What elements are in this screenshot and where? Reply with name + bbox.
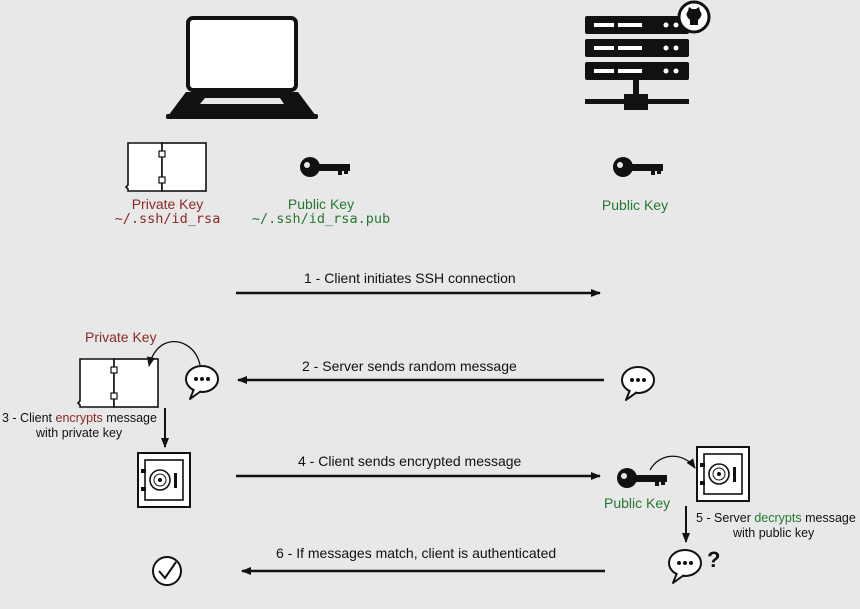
step4-public-key-label: Public Key (604, 495, 671, 511)
step5-label-line2: with public key (733, 526, 815, 540)
public-key-icon (300, 157, 350, 177)
client-private-key-path: ~/.ssh/id_rsa (114, 211, 221, 227)
step5-prefix: 5 - Server (696, 511, 755, 525)
step2-label: 2 - Server sends random message (302, 358, 517, 374)
client-message-bubble-icon (185, 365, 219, 400)
curved-arrow-to-door (147, 341, 201, 367)
server-message-bubble-icon (621, 366, 655, 401)
server-safe-icon (696, 446, 750, 502)
step3-encrypts-word: encrypts (55, 411, 103, 425)
step5-label-line1: 5 - Server decrypts message (696, 511, 856, 525)
step5-suffix: message (801, 511, 856, 525)
step3-door-icon (77, 358, 159, 408)
server-public-key-icon (613, 157, 663, 177)
step3-prefix: 3 - Client (2, 411, 56, 425)
checkmark-icon (152, 556, 182, 586)
server-rack-icon (585, 16, 689, 110)
curved-arrow-to-safe (649, 455, 696, 471)
step3-label-line1: 3 - Client encrypts message (2, 411, 157, 425)
step4-label: 4 - Client sends encrypted message (298, 453, 522, 469)
step3-suffix: message (102, 411, 157, 425)
private-key-door-icon (125, 142, 207, 192)
github-badge-icon (677, 0, 711, 34)
laptop-icon (166, 16, 318, 119)
client-public-key-path: ~/.ssh/id_rsa.pub (251, 211, 391, 227)
question-mark: ? (707, 547, 721, 572)
encrypted-safe-icon (137, 452, 191, 508)
step5-decrypts-word: decrypts (754, 511, 802, 525)
client-public-key-label: Public Key (287, 196, 355, 212)
step4-key-icon (617, 468, 667, 488)
step3-label-line2: with private key (36, 426, 123, 440)
step6-label: 6 - If messages match, client is authent… (276, 545, 557, 561)
decrypted-message-bubble-icon (668, 549, 702, 584)
client-private-key-label: Private Key (131, 196, 204, 212)
step3-private-key-label: Private Key (85, 329, 157, 345)
server-public-key-label: Public Key (601, 197, 669, 213)
step1-label: 1 - Client initiates SSH connection (304, 270, 516, 286)
